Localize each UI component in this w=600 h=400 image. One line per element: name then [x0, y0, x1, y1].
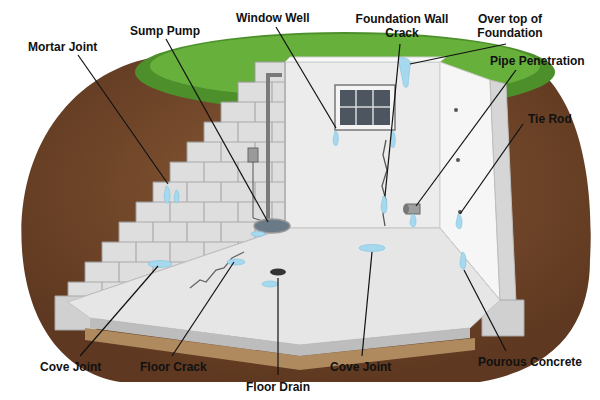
power-cord [253, 162, 266, 222]
back-wall [285, 62, 440, 228]
label-slot: Pourous Concrete [478, 355, 582, 369]
leader-line [78, 55, 168, 184]
callout-label: Foundation Wall Crack [350, 12, 454, 40]
tie-rod [454, 108, 458, 112]
leader-line [172, 262, 234, 356]
window-muntins [340, 90, 390, 125]
label-slot: Tie Rod [528, 112, 572, 126]
leader-line [460, 124, 523, 214]
callout-label: Tie Rod [528, 112, 572, 126]
discharge-pipe [268, 75, 282, 226]
label-slot: Sump Pump [130, 24, 200, 38]
outlet-box [248, 148, 258, 162]
floor-crack [190, 252, 244, 288]
water-overflow [398, 57, 410, 87]
wall-cut-face [490, 80, 516, 302]
leader-line [362, 252, 372, 356]
label-slot: Cove Joint [40, 360, 101, 374]
water-drip [333, 131, 338, 146]
window-glass [340, 90, 390, 125]
leader-line [166, 39, 268, 222]
leader-line [464, 270, 506, 351]
pipe-end [403, 204, 409, 214]
leader-line [416, 70, 516, 206]
callout-label: Cove Joint [330, 360, 391, 374]
wall-corner [284, 62, 286, 228]
window-frame [335, 85, 395, 130]
label-slot: Window Well [236, 11, 310, 25]
label-slot: Cove Joint [330, 360, 391, 374]
water-puddle [359, 245, 385, 252]
water-drip [174, 190, 179, 203]
water-seep [460, 252, 466, 269]
callout-label: Cove Joint [40, 360, 101, 374]
label-slot: Pipe Penetration [490, 54, 585, 68]
leader-line [385, 44, 400, 196]
water-puddle [262, 281, 278, 287]
water-drip [456, 214, 462, 229]
water-drip [381, 196, 387, 213]
label-slot: Foundation Wall Crack [350, 12, 454, 40]
leader-line [80, 266, 158, 356]
water-puddle [227, 259, 245, 265]
leader-line [276, 27, 336, 128]
water-drip [410, 214, 416, 227]
callout-label: Sump Pump [130, 24, 200, 38]
slab-edge [90, 318, 470, 356]
sump-pit [254, 219, 290, 233]
callout-label: Pipe Penetration [490, 54, 585, 68]
tie-rod [456, 158, 460, 162]
water-drip [164, 186, 170, 203]
soil-mound [21, 58, 590, 382]
callout-label: Floor Crack [140, 360, 207, 374]
floor-drain [270, 269, 286, 276]
callout-label: Over top of Foundation [468, 12, 552, 40]
label-slot: Over top of Foundation [468, 12, 552, 40]
callout-label: Window Well [236, 11, 310, 25]
label-slot: Floor Drain [246, 380, 310, 394]
callout-label: Pourous Concrete [478, 355, 582, 369]
water-puddle [251, 232, 265, 237]
leader-lines [78, 27, 523, 375]
water-puddle [148, 261, 172, 268]
leader-line [277, 278, 278, 375]
callout-label: Floor Drain [246, 380, 310, 394]
callout-label: Mortar Joint [28, 40, 97, 54]
label-slot: Mortar Joint [28, 40, 97, 54]
label-slot: Floor Crack [140, 360, 207, 374]
